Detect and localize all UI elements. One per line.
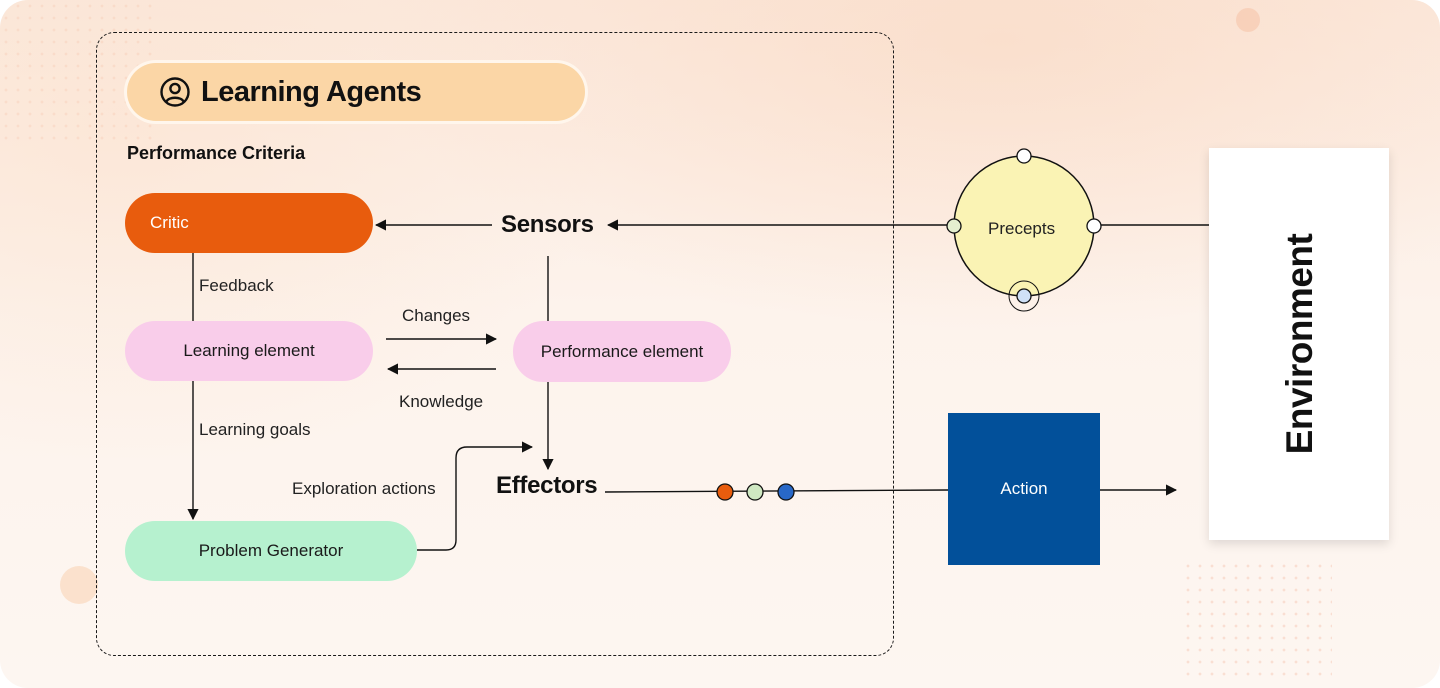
environment-label: Environment: [1279, 233, 1320, 455]
precepts-bottom-port: [1016, 288, 1032, 304]
signal-dot-blue: [777, 483, 795, 501]
knowledge-label: Knowledge: [399, 392, 484, 411]
page-title: Learning Agents: [201, 75, 422, 108]
performance-element-node: Performance element: [513, 321, 731, 382]
exploration-actions-label: Exploration actions: [292, 479, 436, 498]
action-node: Action: [948, 413, 1100, 565]
action-label: Action: [1000, 479, 1048, 498]
decorative-blob: [1236, 8, 1260, 32]
performance-element-label: Performance element: [540, 341, 704, 361]
learning-element-node: Learning element: [125, 321, 373, 381]
user-circle-icon: [160, 77, 190, 107]
problem-generator-node: Problem Generator: [125, 521, 417, 581]
signal-dot-green: [746, 483, 764, 501]
signal-dot-orange: [716, 483, 734, 501]
feedback-label: Feedback: [199, 276, 274, 295]
environment-node: [1209, 148, 1389, 540]
precepts-label: Precepts: [988, 219, 1056, 238]
critic-label: Critic: [150, 213, 189, 232]
effectors-label: Effectors: [496, 472, 598, 499]
precepts-right-port: [1086, 218, 1102, 234]
dot-pattern-bottom-right: [1182, 560, 1332, 680]
critic-node: Critic: [125, 193, 373, 253]
performance-criteria-label: Performance Criteria: [127, 143, 306, 163]
precepts-left-port: [946, 218, 962, 234]
agent-boundary: [96, 32, 894, 656]
exploration-arrow: [417, 441, 534, 551]
problem-generator-label: Problem Generator: [198, 541, 344, 560]
title-pill: Learning Agents: [127, 63, 585, 121]
effectors-to-action-line: [604, 489, 949, 493]
decorative-blob: [60, 566, 98, 604]
sensors-label: Sensors: [501, 211, 594, 238]
learning-goals-label: Learning goals: [199, 420, 311, 439]
changes-label: Changes: [402, 306, 471, 325]
precepts-bottom-ring: [1008, 280, 1040, 312]
learning-element-label: Learning element: [183, 341, 315, 360]
precepts-top-port: [1016, 148, 1032, 164]
dot-pattern-top-left: [0, 0, 160, 140]
